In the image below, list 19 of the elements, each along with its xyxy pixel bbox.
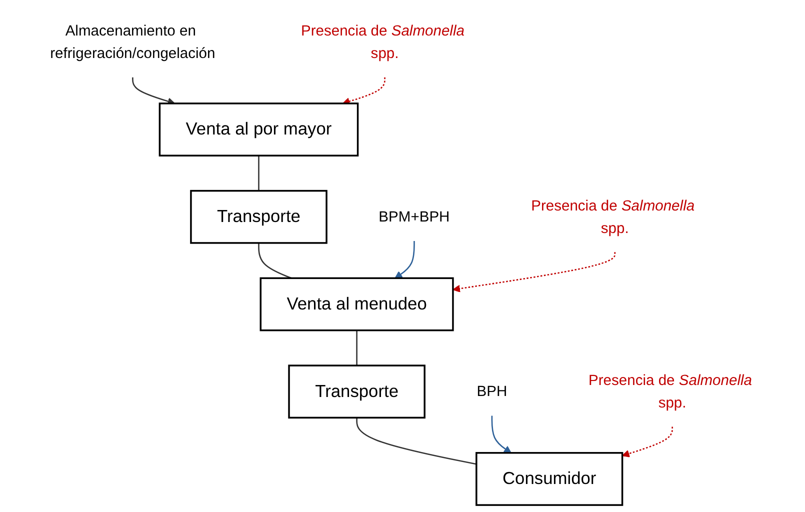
node-text: Presencia de Salmonella spp. <box>588 372 752 411</box>
arrow <box>622 426 673 458</box>
connector <box>356 418 477 465</box>
node-text: Presencia de Salmonella spp. <box>531 197 695 236</box>
arrow <box>452 252 616 292</box>
node-text: Almacenamiento en refrigeración/congelación <box>50 22 216 62</box>
node-text: BPH <box>476 383 508 400</box>
node-box: Consumidor <box>476 452 624 506</box>
connector <box>258 242 292 279</box>
node-box: Transporte <box>190 190 328 244</box>
node-box: Transporte <box>288 364 426 419</box>
node-text: Presencia de Salmonella spp. <box>300 22 464 62</box>
arrow <box>394 241 415 279</box>
node-box: Venta al por mayor <box>158 102 359 156</box>
node-box: Venta al menudeo <box>260 277 454 332</box>
connector <box>356 330 358 366</box>
connector <box>258 156 260 191</box>
node-text: BPM+BPH <box>378 208 450 225</box>
arrow <box>491 416 512 454</box>
